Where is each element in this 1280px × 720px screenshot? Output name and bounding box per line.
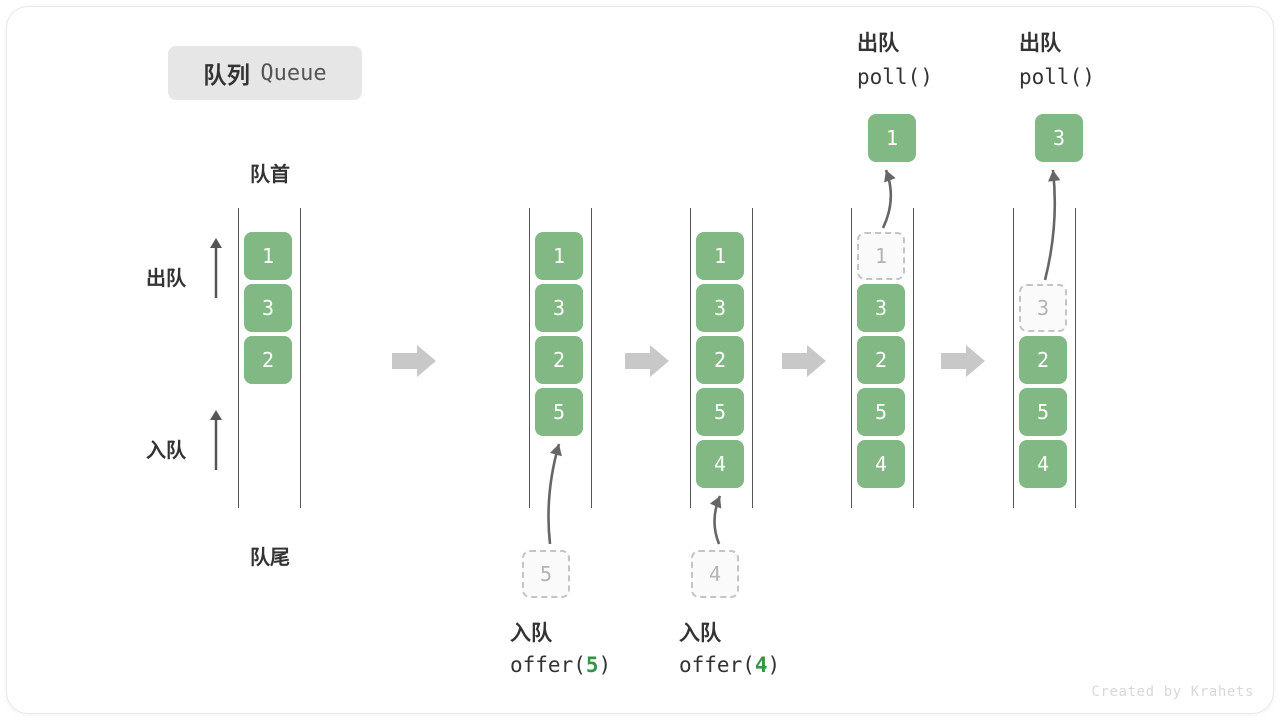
title-label-en: Queue (260, 60, 327, 86)
queue-element-ghost: 1 (857, 232, 905, 280)
dequeue-caption-code: poll() (857, 64, 933, 89)
enqueue-direction-label: 入队 (146, 440, 186, 462)
dequeue-direction-label: 出队 (146, 268, 186, 290)
dequeue-caption: 出队 poll() (857, 28, 933, 93)
dequeue-caption-code: poll() (1019, 64, 1095, 89)
column-rail (591, 208, 592, 508)
queue-element: 1 (535, 232, 583, 280)
queue-element: 5 (535, 388, 583, 436)
dequeue-caption: 出队 poll() (1019, 28, 1095, 93)
queue-element: 5 (1019, 388, 1067, 436)
queue-element: 3 (535, 284, 583, 332)
popped-element-1: 1 (868, 114, 916, 162)
queue-element: 4 (1019, 440, 1067, 488)
queue-element: 1 (696, 232, 744, 280)
dequeue-caption-cn: 出队 (857, 32, 899, 55)
column-rail (529, 208, 530, 508)
column-rail (690, 208, 691, 508)
title-badge: 队列 Queue (168, 46, 362, 100)
enqueue-code-value: 5 (585, 652, 599, 677)
column-rail (913, 208, 914, 508)
column-rail (752, 208, 753, 508)
watermark: Created by Krahets (1091, 684, 1254, 700)
queue-element: 2 (535, 336, 583, 384)
queue-element: 5 (696, 388, 744, 436)
column-rail (300, 208, 301, 508)
queue-element: 2 (1019, 336, 1067, 384)
queue-element: 5 (857, 388, 905, 436)
queue-element: 4 (696, 440, 744, 488)
queue-element: 3 (857, 284, 905, 332)
queue-head-label: 队首 (250, 164, 290, 186)
enqueue-caption: 入队 offer(5) (510, 618, 611, 681)
queue-element: 2 (244, 336, 292, 384)
enqueue-caption-cn: 入队 (679, 622, 721, 645)
enqueue-code-value: 4 (754, 652, 768, 677)
queue-element-ghost: 3 (1019, 284, 1067, 332)
queue-element: 2 (696, 336, 744, 384)
enqueue-caption-code: offer(4) (679, 652, 781, 677)
queue-element: 1 (244, 232, 292, 280)
enqueue-caption-code: offer(5) (510, 652, 612, 677)
column-rail (1013, 208, 1014, 508)
enqueue-caption: 入队 offer(4) (679, 618, 780, 681)
queue-element: 3 (696, 284, 744, 332)
column-rail (238, 208, 239, 508)
column-rail (1075, 208, 1076, 508)
queue-element: 2 (857, 336, 905, 384)
popped-element-3: 3 (1035, 114, 1083, 162)
pending-element-4: 4 (691, 550, 739, 598)
title-label-cn: 队列 (203, 62, 251, 88)
dequeue-caption-cn: 出队 (1019, 32, 1061, 55)
queue-element: 4 (857, 440, 905, 488)
queue-element: 3 (244, 284, 292, 332)
column-rail (851, 208, 852, 508)
pending-element-5: 5 (522, 550, 570, 598)
enqueue-caption-cn: 入队 (510, 622, 552, 645)
queue-tail-label: 队尾 (250, 547, 290, 569)
